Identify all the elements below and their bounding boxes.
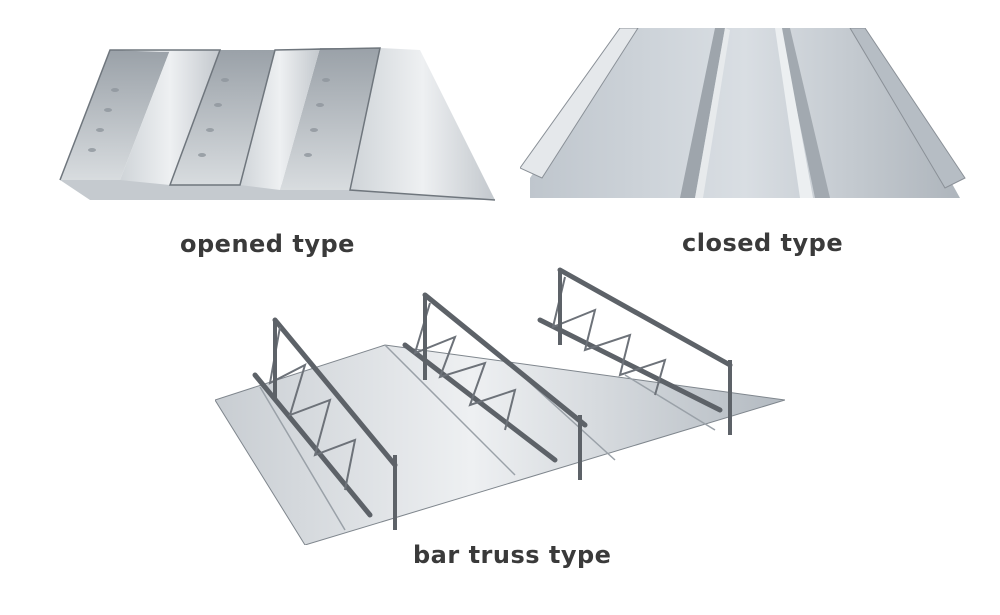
- bar-truss-caption: bar truss type: [413, 541, 612, 569]
- bar-truss-image: [215, 265, 785, 545]
- closed-type-image: [520, 28, 970, 208]
- opened-type-image: [20, 30, 500, 215]
- closed-type-caption: closed type: [682, 229, 844, 257]
- opened-type-caption: opened type: [180, 230, 355, 258]
